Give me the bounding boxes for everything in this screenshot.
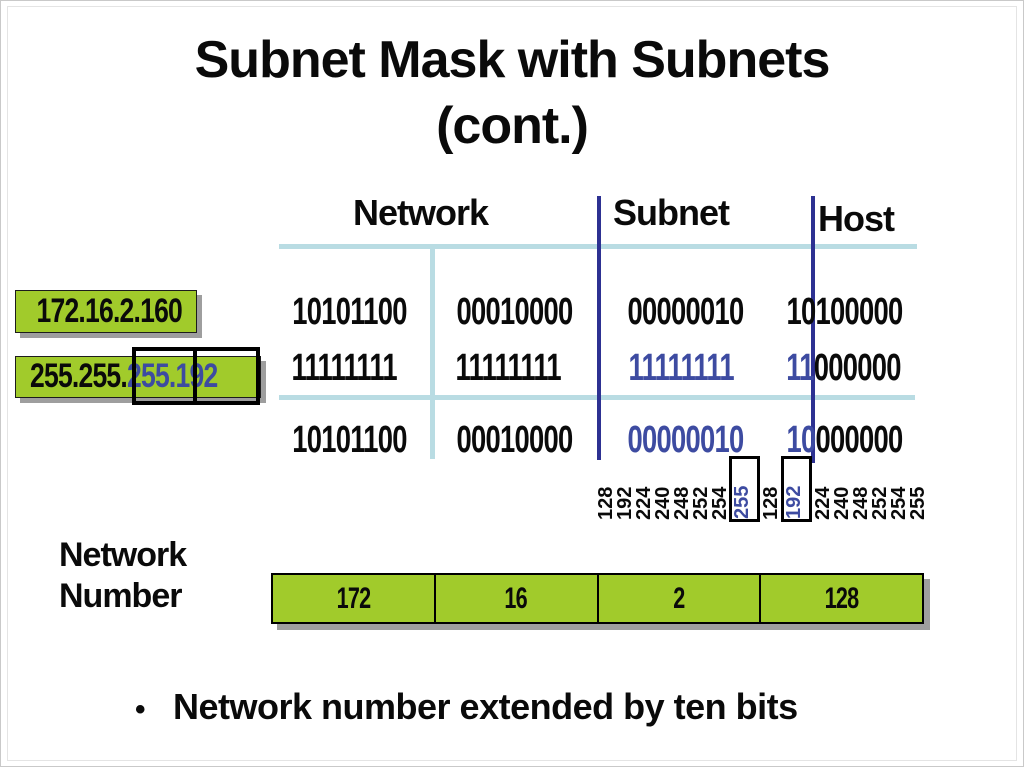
scale-value: 240 [652,486,674,520]
binary-result-octet3: 00000010 [627,419,745,461]
bullet-text: Network number extended by ten bits [173,686,798,727]
network-number-bar: 172 16 2 128 [271,573,924,624]
mask-host-bits: 000000 [813,347,902,389]
scale-value: 248 [850,486,872,520]
binary-mask-octet2: 11111111 [455,347,561,389]
title-line-1: Subnet Mask with Subnets [194,31,831,89]
mask-dot: . [168,357,176,395]
mask-network-part: 255.255. [30,357,128,395]
ip-address-value: 172.16.2.160 [36,292,183,330]
result-subnet-bits: 10 [786,419,817,461]
binary-ip-octet1: 10101100 [292,291,407,333]
title-line-2: (cont.) [436,97,589,155]
network-number-label: Network Number [59,535,187,617]
scale-value: 128 [595,486,617,520]
slide-title: Subnet Mask with Subnets (cont.) [1,27,1023,159]
scale-value: 128 [760,486,782,520]
scale-highlight-value: 192 [783,485,805,519]
scale-highlight-box-255: 255 [729,456,760,522]
scale-value: 254 [888,486,910,520]
scale-highlight-value: 255 [731,485,753,519]
subnet-boundary-line [597,196,601,460]
mask-octet4-outline [193,347,260,405]
ip-address-box: 172.16.2.160 [15,290,197,333]
bar-cell-octet3: 2 [599,575,762,622]
scale-value: 240 [831,486,853,520]
scale-value: 224 [633,486,655,520]
scale-value: 255 [907,486,929,520]
header-network: Network [353,192,489,233]
binary-ip-octet3: 00000010 [627,291,745,333]
scale-value: 252 [690,486,712,520]
network-number-label-line1: Network [59,536,187,574]
network-number-label-line2: Number [59,577,182,615]
binary-mask-octet3: 11111111 [628,347,734,389]
bullet-marker: • [135,693,146,726]
scale-value: 254 [709,486,731,520]
octet-divider-line [430,244,435,459]
mask-octet3-outline [132,347,197,405]
binary-result-octet1: 10101100 [292,419,407,461]
scale-value: 248 [671,486,693,520]
binary-ip-octet2: 00010000 [456,291,574,333]
mask-subnet-bits: 11 [786,347,814,389]
binary-result-octet2: 00010000 [456,419,574,461]
scale-value: 224 [812,486,834,520]
binary-ip-octet4: 10100000 [786,291,904,333]
scale-highlight-box-192: 192 [781,456,812,522]
bar-cell-octet4: 128 [824,581,860,615]
header-host: Host [818,198,895,239]
result-host-bits: 000000 [815,419,904,461]
bar-cell-octet1: 172 [273,575,436,622]
binary-mask-octet4: 11000000 [764,348,914,388]
scale-value: 192 [614,486,636,520]
scale-value: 252 [869,486,891,520]
header-subnet: Subnet [613,192,730,233]
bar-cell-octet2: 16 [436,575,599,622]
host-boundary-line [811,196,815,463]
binary-result-octet4: 10000000 [764,420,914,460]
binary-mask-octet1: 11111111 [291,347,397,389]
